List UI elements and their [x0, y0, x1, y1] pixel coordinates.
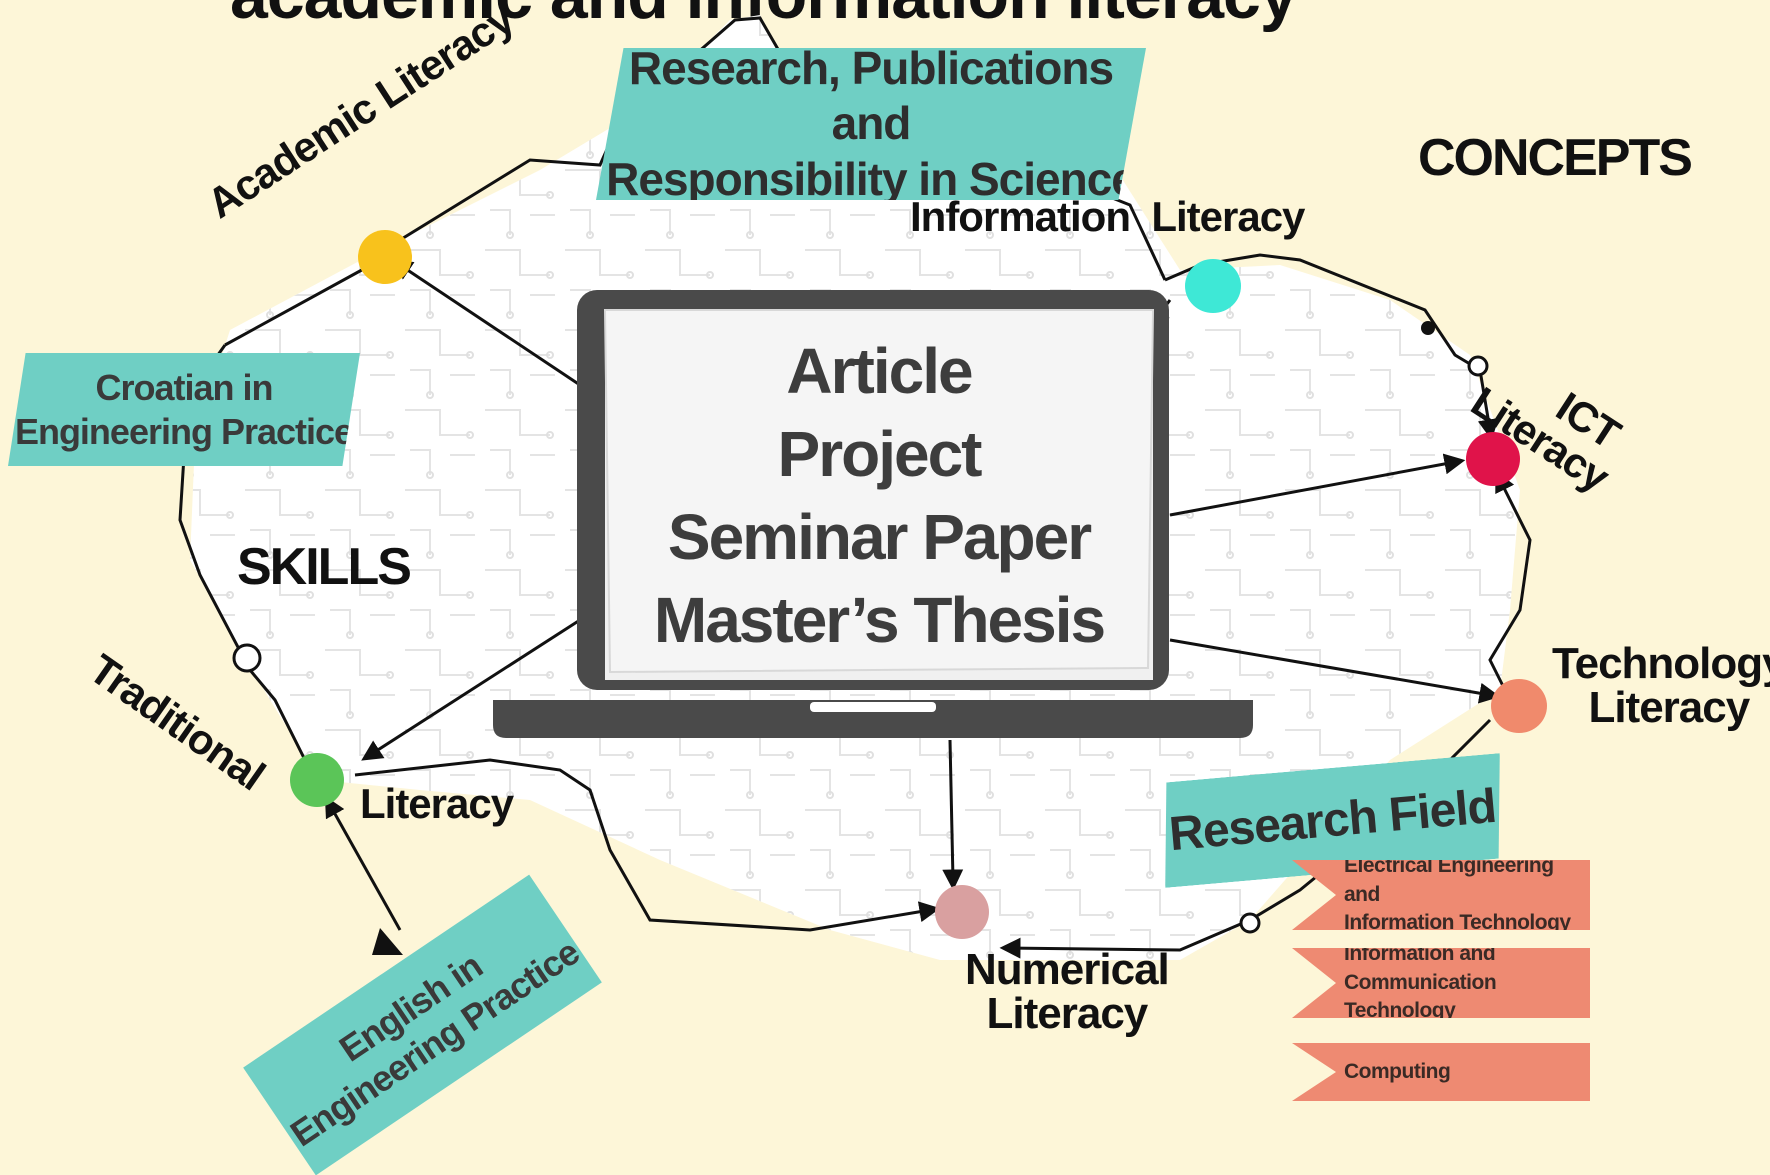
- traditional-literacy-label: Literacy: [360, 780, 514, 827]
- numerical-label-line1: Numerical: [965, 945, 1170, 994]
- research-field-item-1: Electrical Engineering and Information T…: [1292, 860, 1590, 930]
- research-publications-line1: Research, Publications and: [628, 42, 1114, 150]
- concepts-heading: CONCEPTS: [1418, 129, 1693, 187]
- research-publications-box: Research, Publications and Responsibilit…: [596, 48, 1146, 200]
- research-field-item-3-line1: Computing: [1344, 1059, 1451, 1083]
- skills-heading: SKILLS: [237, 538, 412, 596]
- research-field-item-2: Information and Communication Technology: [1292, 948, 1590, 1018]
- laptop-screen: Article Project Seminar Paper Master’s T…: [605, 330, 1153, 662]
- numerical-label-line2: Literacy: [986, 989, 1149, 1038]
- research-field-item-1-line1: Electrical Engineering and: [1344, 854, 1554, 906]
- research-field-item-2-line1: Information and: [1344, 942, 1496, 966]
- information-literacy-label: Information Literacy: [910, 193, 1305, 240]
- screen-line-project: Project: [777, 418, 983, 490]
- screen-line-thesis: Master’s Thesis: [653, 584, 1106, 656]
- screen-line-article: Article: [786, 335, 973, 407]
- numerical-node: [935, 885, 989, 939]
- laptop-icon: [493, 290, 1253, 738]
- technology-literacy-label: Technology Literacy: [1552, 642, 1770, 730]
- technology-node: [1491, 679, 1547, 733]
- technology-label-line1: Technology: [1552, 639, 1770, 688]
- academic-node: [358, 230, 412, 284]
- numerical-literacy-label: Numerical Literacy: [965, 945, 1170, 1038]
- croatian-line1: Croatian in: [95, 367, 273, 409]
- traditional-node: [290, 753, 344, 807]
- research-field-label: Research Field: [1167, 779, 1498, 861]
- technology-label-line2: Literacy: [1588, 683, 1750, 732]
- research-field-item-2-line2: Communication Technology: [1344, 970, 1497, 1023]
- croatian-line2: Engineering Practice: [14, 410, 354, 452]
- croatian-box: Croatian in Engineering Practice: [8, 353, 360, 466]
- information-node: [1185, 259, 1241, 313]
- research-field-item-1-line2: Information Technology: [1344, 911, 1571, 935]
- screen-line-seminar: Seminar Paper: [667, 501, 1092, 573]
- research-publications-line2: Responsibility in Science: [606, 152, 1137, 205]
- research-field-item-3: Computing: [1292, 1043, 1590, 1101]
- ict-node: [1466, 432, 1520, 486]
